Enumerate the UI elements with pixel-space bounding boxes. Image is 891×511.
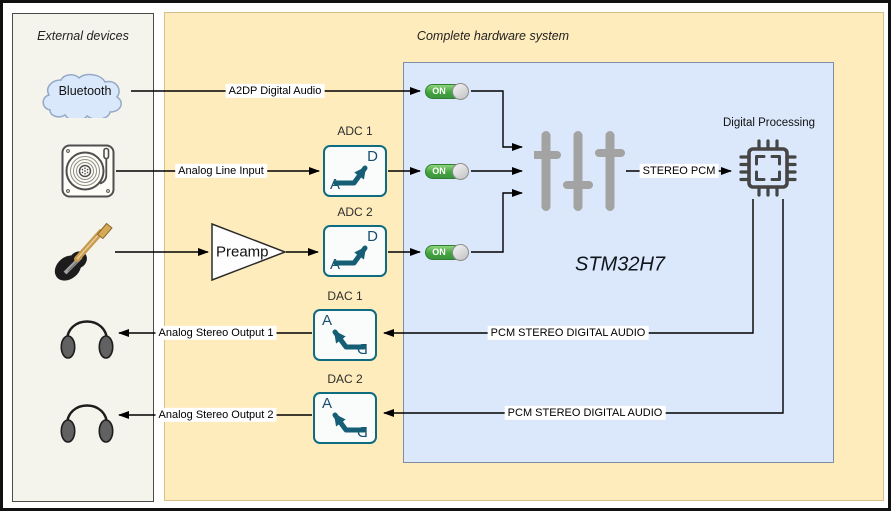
switch-knob [452, 163, 469, 180]
guitar-icon [51, 219, 115, 281]
stm32-label: STM32H7 [574, 253, 666, 276]
on-switch-1[interactable]: ON [425, 83, 470, 100]
headphones-2-icon [60, 393, 114, 445]
adc1-label: ADC 1 [337, 124, 373, 138]
on-switch-label: ON [432, 86, 446, 96]
on-switch-2[interactable]: ON [425, 163, 470, 180]
external-devices-title: External devices [37, 29, 129, 43]
adc-curve-icon [333, 165, 368, 186]
adc-curve-icon [333, 245, 368, 266]
analog-line-input-label: Analog Line Input [175, 163, 267, 179]
dac2-label: DAC 2 [327, 372, 363, 386]
on-switch-label: ON [432, 166, 446, 176]
dac1-block: A D [313, 309, 377, 361]
on-switch-label: ON [432, 247, 446, 257]
hardware-system-title: Complete hardware system [416, 29, 570, 43]
bluetooth-label: Bluetooth [58, 84, 112, 98]
dac2-block: A D [313, 392, 377, 444]
mixer-sliders-icon [534, 125, 626, 217]
cpu-chip-icon [736, 136, 800, 200]
digital-processing-label: Digital Processing [722, 117, 816, 129]
preamp-label: Preamp [216, 243, 269, 261]
analog-output-1-label: Analog Stereo Output 1 [155, 325, 277, 341]
dac-curve-icon [332, 412, 367, 433]
adc-letter-d: D [367, 148, 378, 165]
pcm-stereo-label-1: PCM STEREO DIGITAL AUDIO [487, 325, 649, 341]
headphones-1-icon [60, 309, 114, 361]
analog-output-2-label: Analog Stereo Output 2 [155, 407, 277, 423]
switch-knob [452, 83, 469, 100]
switch-knob [452, 244, 469, 261]
adc2-block: A D [323, 225, 387, 277]
a2dp-label: A2DP Digital Audio [225, 83, 325, 99]
adc2-label: ADC 2 [337, 205, 373, 219]
on-switch-3[interactable]: ON [425, 244, 470, 261]
dac-letter-a: A [322, 395, 333, 412]
pcm-stereo-label-2: PCM STEREO DIGITAL AUDIO [504, 405, 666, 421]
dac-letter-a: A [322, 312, 333, 329]
adc-letter-d: D [367, 228, 378, 245]
bluetooth-cloud-icon: Bluetooth [37, 64, 133, 118]
preamp-block: Preamp [210, 222, 288, 282]
adc1-block: A D [323, 145, 387, 197]
turntable-icon [60, 143, 116, 199]
dac1-label: DAC 1 [327, 289, 363, 303]
stereo-pcm-label: STEREO PCM [639, 163, 719, 179]
dac-curve-icon [332, 329, 367, 350]
